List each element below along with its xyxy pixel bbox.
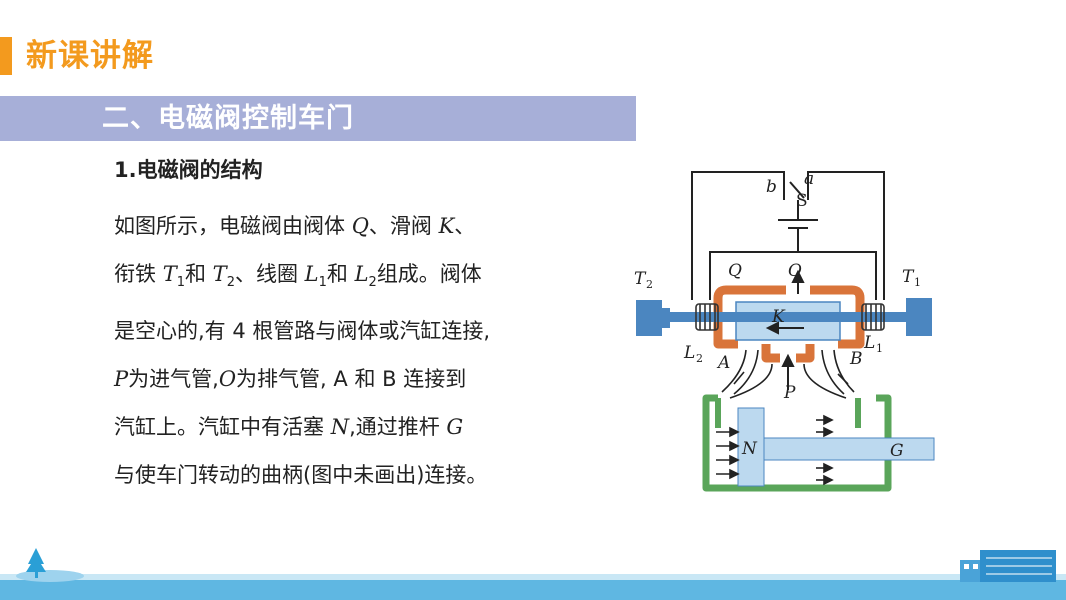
math-variable: G — [446, 415, 464, 440]
math-variable: P — [114, 367, 129, 392]
subsection-title: 1.电磁阀的结构 — [114, 158, 263, 182]
label-l1: L — [863, 333, 875, 353]
body-line: 汽缸上。汽缸中有活塞 N,通过推杆 G — [114, 415, 464, 440]
label-l2-sub: 2 — [696, 352, 703, 365]
math-variable: L — [354, 262, 369, 286]
math-variable: L — [304, 262, 319, 286]
math-subscript: 2 — [368, 275, 377, 291]
building-decoration-icon — [960, 550, 1056, 582]
body-paragraph: 如图所示，电磁阀由阀体 Q、滑阀 K、衔铁 T1和 T2、线圈 L1和 L2组成… — [114, 202, 594, 499]
label-q: Q — [728, 261, 742, 281]
tree-decoration-icon — [16, 548, 84, 582]
section-title: 二、电磁阀控制车门 — [102, 103, 354, 134]
body-line: P为进气管,O为排气管, A 和 B 连接到 — [114, 367, 467, 392]
section-banner — [0, 96, 636, 141]
body-line: 是空心的,有 4 根管路与阀体或汽缸连接, — [114, 319, 491, 344]
math-variable: K — [438, 214, 455, 238]
page-title: 新课讲解 — [26, 38, 154, 74]
math-subscript: 1 — [318, 275, 327, 291]
body-line: 与使车门转动的曲柄(图中未画出)连接。 — [114, 463, 488, 488]
label-p: P — [783, 383, 796, 403]
body-line: 衔铁 T1和 T2、线圈 L1和 L2组成。阀体 — [114, 262, 482, 291]
label-a-pipe: A — [716, 353, 730, 373]
math-subscript: 2 — [226, 275, 235, 291]
label-t1: T — [902, 267, 915, 287]
label-b-pipe: B — [849, 349, 863, 369]
math-variable: T — [212, 262, 227, 286]
label-t2: T — [634, 269, 647, 289]
label-l2: L — [683, 343, 695, 363]
label-s: S — [796, 191, 808, 211]
footer-band — [0, 580, 1066, 600]
label-g: G — [890, 441, 904, 461]
armature-t1 — [906, 298, 932, 336]
math-variable: T — [162, 262, 177, 286]
label-l1-sub: 1 — [876, 342, 883, 355]
piston-n — [737, 407, 765, 487]
footer-light-band — [0, 574, 1066, 580]
label-t1-sub: 1 — [914, 276, 921, 289]
body-line: 如图所示，电磁阀由阀体 Q、滑阀 K、 — [114, 214, 476, 238]
label-o: O — [788, 261, 802, 281]
math-subscript: 1 — [176, 275, 185, 291]
push-rod-g — [763, 437, 935, 461]
title-accent-bar — [0, 37, 12, 75]
label-t2-sub: 2 — [646, 278, 653, 291]
label-b: b — [766, 177, 777, 197]
solenoid-valve-diagram: b a Q O K L L A B P N G T T 2 1 2 1 S — [634, 169, 935, 492]
math-variable: Q — [351, 214, 369, 238]
label-a: a — [804, 169, 814, 189]
label-k: K — [771, 307, 786, 327]
math-variable: N — [330, 415, 350, 440]
math-variable: O — [218, 367, 237, 392]
label-n: N — [741, 439, 758, 459]
